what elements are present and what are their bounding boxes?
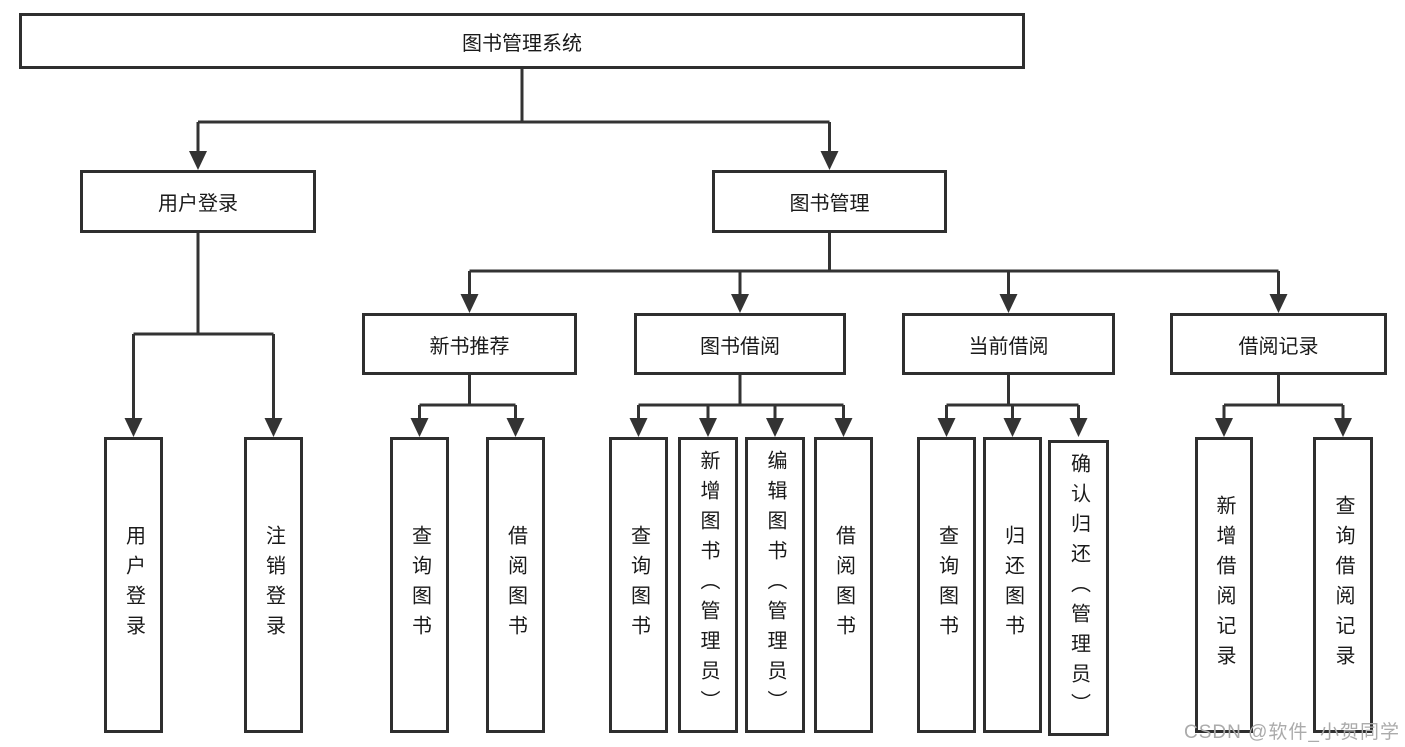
node-label: 图书管理 (789, 193, 870, 215)
node-label: 新书推荐 (429, 335, 510, 358)
csdn-watermark: CSDN @软件_小贺同学 (1184, 722, 1400, 743)
node-current-borrowing: 当前借阅 (902, 313, 1115, 375)
leaf-borrowing-borrow-books: 借阅图书 (814, 437, 873, 733)
node-book-management: 图书管理 (712, 170, 947, 233)
node-label: 查询借阅记录 (1332, 495, 1354, 675)
leaf-borrowing-add-books-admin: 新增图书（管理员） (678, 437, 738, 733)
node-new-book-recommend: 新书推荐 (362, 313, 577, 375)
leaf-records-query-borrow-record: 查询借阅记录 (1313, 437, 1373, 733)
leaf-borrowing-edit-books-admin: 编辑图书（管理员） (745, 437, 805, 733)
node-user-login: 用户登录 (80, 170, 316, 233)
node-label: 借阅记录 (1238, 335, 1319, 358)
leaf-current-return-books: 归还图书 (983, 437, 1042, 733)
leaf-recommend-borrow-books: 借阅图书 (486, 437, 545, 733)
leaf-recommend-query-books: 查询图书 (390, 437, 449, 733)
node-label: 新增图书（管理员） (697, 450, 719, 720)
node-label: 用户登录 (122, 525, 145, 645)
leaf-records-add-borrow-record: 新增借阅记录 (1195, 437, 1253, 733)
leaf-logout-login: 注销登录 (244, 437, 303, 733)
node-label: 注销登录 (262, 525, 285, 645)
node-label: 用户登录 (158, 193, 238, 215)
node-label: 图书管理系统 (462, 32, 582, 55)
node-label: 当前借阅 (968, 335, 1049, 358)
leaf-user-login: 用户登录 (104, 437, 163, 733)
node-label: 新增借阅记录 (1213, 495, 1235, 675)
node-root-system: 图书管理系统 (19, 13, 1025, 69)
leaf-current-confirm-return-admin: 确认归还（管理员） (1048, 440, 1109, 736)
node-label: 归还图书 (1001, 525, 1024, 645)
leaf-current-query-books: 查询图书 (917, 437, 976, 733)
node-label: 确认归还（管理员） (1067, 453, 1090, 723)
node-borrowing-records: 借阅记录 (1170, 313, 1387, 375)
node-label: 借阅图书 (504, 525, 527, 645)
node-label: 图书借阅 (700, 335, 780, 358)
node-label: 查询图书 (408, 525, 431, 645)
node-label: 查询图书 (935, 525, 958, 645)
node-label: 查询图书 (627, 525, 650, 645)
leaf-borrowing-query-books: 查询图书 (609, 437, 668, 733)
node-label: 编辑图书（管理员） (764, 450, 786, 720)
node-label: 借阅图书 (832, 525, 855, 645)
node-book-borrowing: 图书借阅 (634, 313, 846, 375)
